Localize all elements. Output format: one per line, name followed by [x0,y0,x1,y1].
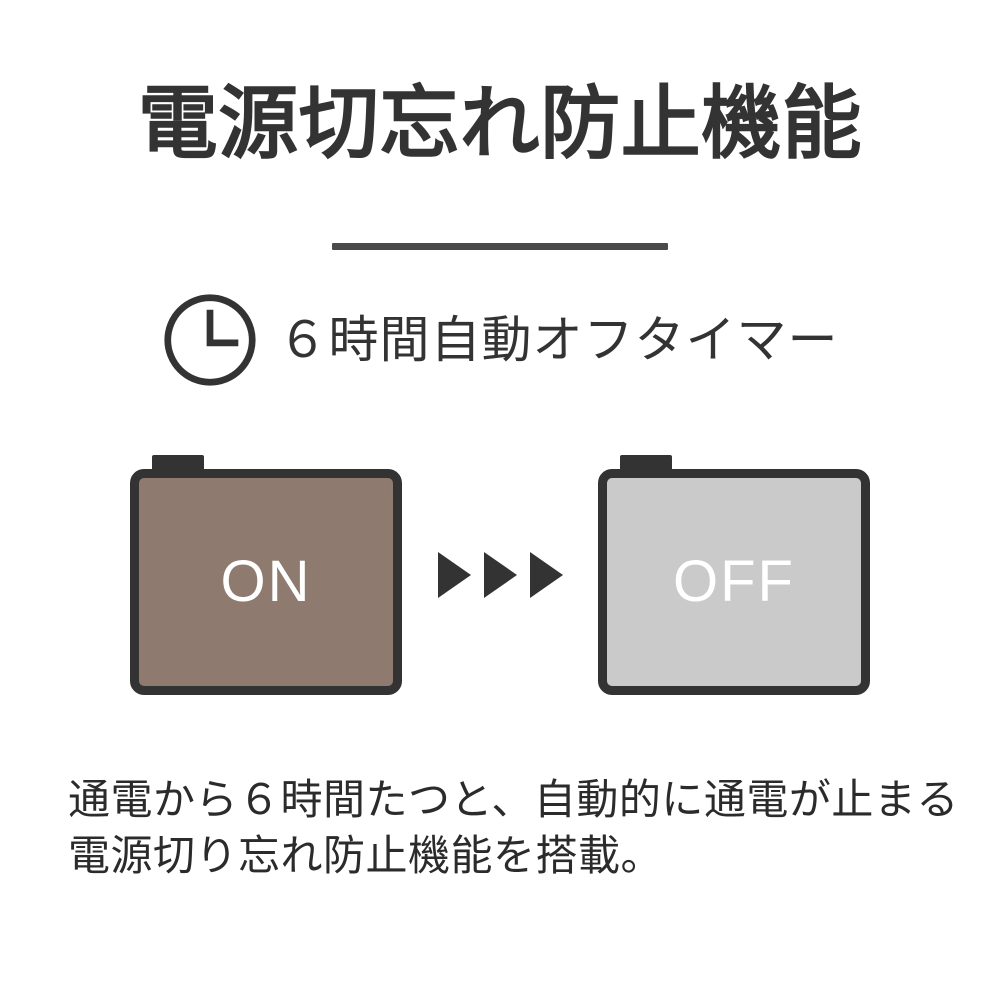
device-off: OFF [598,455,870,695]
device-body-off: OFF [598,469,870,695]
state-transition-diagram: ON OFF [0,440,1000,710]
title-divider [332,243,668,250]
transition-arrows [402,440,598,710]
caption-block: 通電から６時間たつと、自動的に通電が止まる 電源切り忘れ防止機能を搭載。 [68,772,959,884]
feature-subtitle-label: ６時間自動オフタイマー [277,312,839,368]
device-body-on: ON [130,469,402,695]
caption-line-2: 電源切り忘れ防止機能を搭載。 [68,832,664,879]
device-state-label-on: ON [220,549,312,614]
page-title: 電源切忘れ防止機能 [137,79,863,168]
right-arrow-icon-3 [529,552,563,598]
clock-icon [163,294,256,386]
right-arrow-icon-1 [437,552,471,598]
caption-line-1: 通電から６時間たつと、自動的に通電が止まる [68,776,959,823]
device-state-label-off: OFF [673,549,795,614]
feature-subtitle-row: ６時間自動オフタイマー [0,292,1000,388]
right-arrow-icon-2 [483,552,517,598]
device-on: ON [130,455,402,695]
